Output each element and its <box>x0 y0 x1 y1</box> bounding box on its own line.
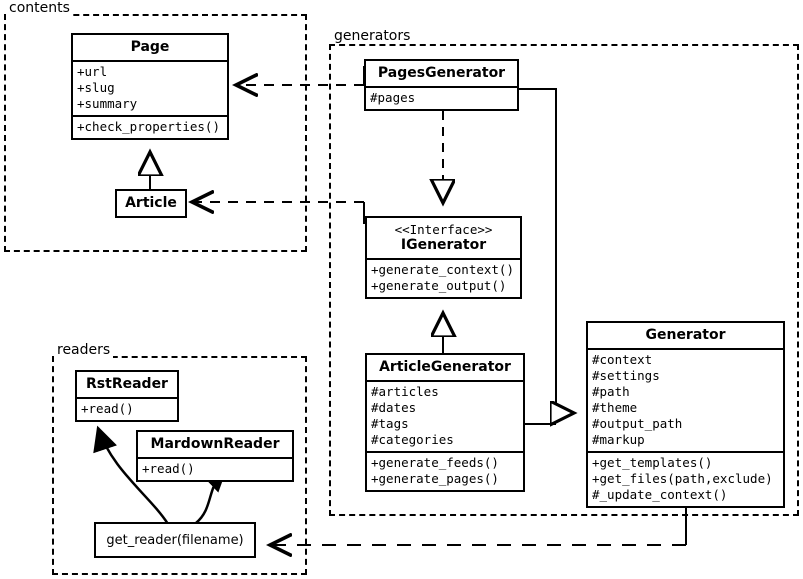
method: +get_templates() <box>592 455 713 470</box>
method: +check_properties() <box>77 119 220 134</box>
method: +read() <box>81 401 134 416</box>
class-igenerator[interactable]: <<Interface>> IGenerator +generate_conte… <box>365 216 522 299</box>
class-rstreader[interactable]: RstReader +read() <box>75 370 179 422</box>
method: +get_files(path,exclude) <box>592 471 773 486</box>
class-rstreader-title: RstReader <box>86 376 168 392</box>
class-article-title: Article <box>125 195 177 211</box>
class-article[interactable]: Article <box>115 189 187 218</box>
class-generator-title: Generator <box>645 327 726 343</box>
edge-generators-to-page <box>236 66 365 85</box>
package-contents <box>4 14 307 252</box>
class-articlegenerator-methods: +generate_feeds() +generate_pages() <box>367 451 523 490</box>
class-page[interactable]: Page +url +slug +summary +check_properti… <box>71 33 229 140</box>
attribute: #categories <box>371 432 454 447</box>
edge-getreader-to-rstreader <box>93 425 170 525</box>
function-get-reader-label: get_reader(filename) <box>106 532 244 548</box>
function-get-reader[interactable]: get_reader(filename) <box>94 522 256 558</box>
attribute: #theme <box>592 400 638 415</box>
class-mardownreader-methods: +read() <box>138 457 292 480</box>
method: +read() <box>142 461 195 476</box>
class-pagesgenerator-attributes: #pages <box>366 86 517 109</box>
class-igenerator-methods: +generate_context() +generate_output() <box>367 258 520 297</box>
class-generator-attributes: #context #settings #path #theme #output_… <box>588 348 783 451</box>
class-rstreader-methods: +read() <box>77 397 177 420</box>
attribute: #articles <box>371 384 439 399</box>
attribute: #pages <box>370 90 416 105</box>
attribute: +summary <box>77 96 138 111</box>
class-generator[interactable]: Generator #context #settings #path #them… <box>586 321 785 508</box>
class-page-attributes: +url +slug +summary <box>73 60 227 115</box>
method: #_update_context() <box>592 487 728 502</box>
class-generator-methods: +get_templates() +get_files(path,exclude… <box>588 451 783 506</box>
package-readers <box>52 356 307 575</box>
class-mardownreader[interactable]: MardownReader +read() <box>136 430 294 482</box>
method: +generate_context() <box>371 262 514 277</box>
attribute: #dates <box>371 400 417 415</box>
attribute: #markup <box>592 432 645 447</box>
class-igenerator-title: <<Interface>> IGenerator <box>367 218 520 258</box>
class-mardownreader-title: MardownReader <box>150 436 280 452</box>
edge-generator-to-getreader <box>270 503 687 545</box>
class-articlegenerator-attributes: #articles #dates #tags #categories <box>367 380 523 451</box>
class-pagesgenerator[interactable]: PagesGenerator #pages <box>364 59 519 111</box>
attribute: +slug <box>77 80 115 95</box>
method: +generate_output() <box>371 278 507 293</box>
method: +generate_pages() <box>371 471 499 486</box>
package-contents-label: contents <box>6 0 73 16</box>
method: +generate_feeds() <box>371 455 499 470</box>
edge-generators-to-article <box>192 202 365 224</box>
class-igenerator-stereotype: <<Interface>> <box>394 222 493 237</box>
attribute: #settings <box>592 368 660 383</box>
class-pagesgenerator-title: PagesGenerator <box>377 65 506 81</box>
attribute: #output_path <box>592 416 683 431</box>
class-page-methods: +check_properties() <box>73 115 227 138</box>
attribute: #path <box>592 384 630 399</box>
package-generators-label: generators <box>331 28 414 44</box>
edge-generators-to-generator <box>519 88 574 424</box>
class-igenerator-name: IGenerator <box>400 237 487 253</box>
attribute: #context <box>592 352 653 367</box>
class-articlegenerator-title: ArticleGenerator <box>379 359 511 375</box>
class-page-title: Page <box>130 39 170 55</box>
attribute: #tags <box>371 416 409 431</box>
package-generators <box>329 44 799 516</box>
package-readers-label: readers <box>54 342 114 358</box>
attribute: +url <box>77 64 108 79</box>
class-articlegenerator[interactable]: ArticleGenerator #articles #dates #tags … <box>365 353 525 492</box>
